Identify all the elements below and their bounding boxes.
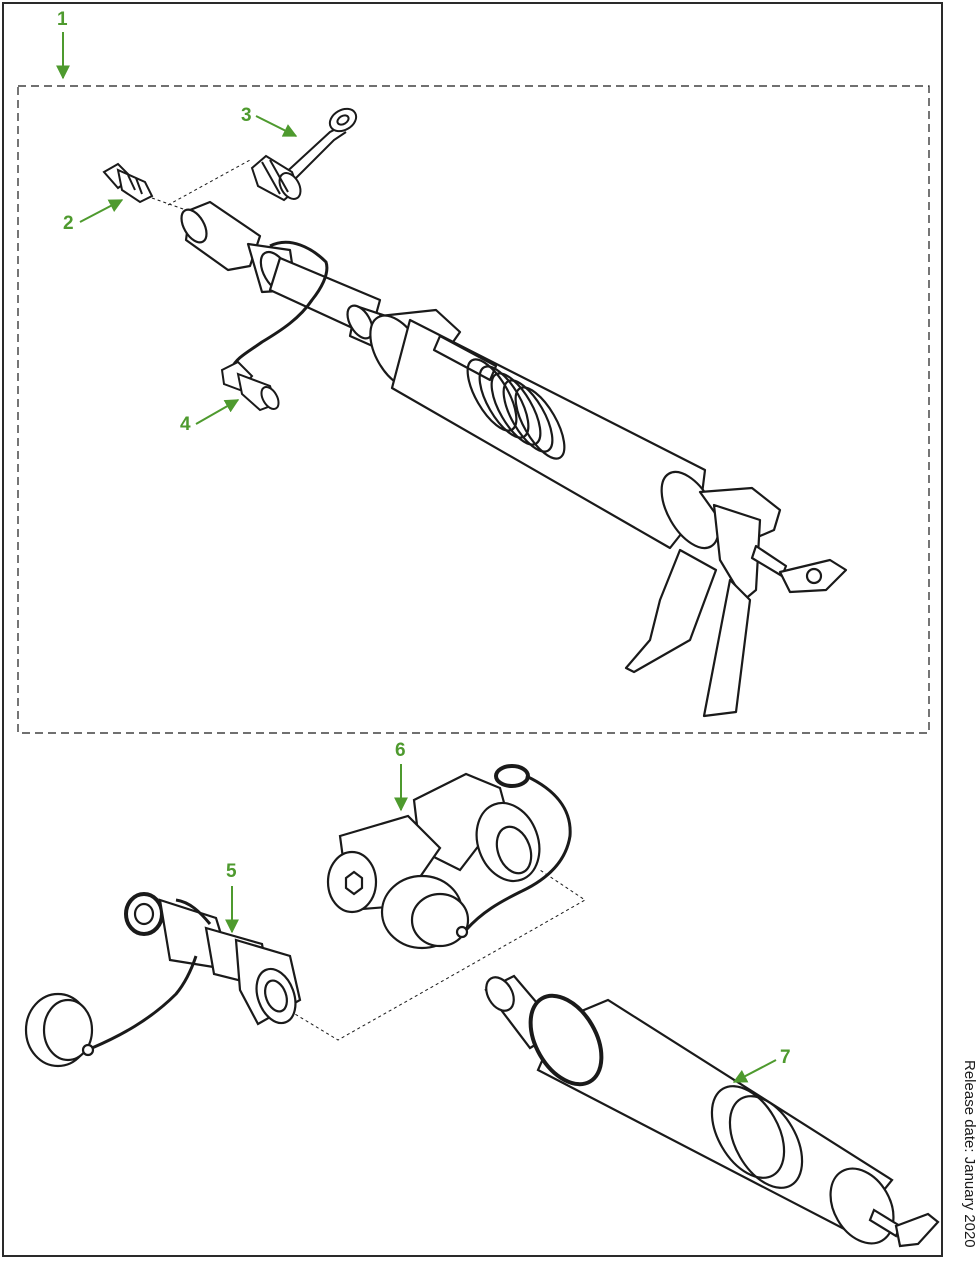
part-2-nipple-fitting [102,162,154,204]
part-4-angled-connector [220,360,280,412]
callout-arrows [56,32,777,1083]
kit-dashed-boundary [17,85,930,734]
tether-chain-upper [230,240,329,369]
tether-chain-part-5 [91,898,212,1050]
part-6-elbow-fitting-with-caps [326,764,541,950]
part-3-cap-with-strap [250,107,358,202]
release-date-label: Release date: January 2020 [961,1060,978,1248]
part-7-barrel [484,974,940,1248]
callout-3: 3 [241,105,252,126]
callout-7: 7 [780,1047,791,1068]
callout-6: 6 [395,740,406,761]
part-5-coupler-with-caps [24,892,302,1068]
callout-2: 2 [63,213,74,234]
grease-gun-main-body [180,200,848,718]
callout-4: 4 [180,414,191,435]
tether-chain-part-6 [464,774,572,931]
callout-5: 5 [226,861,237,882]
figure-frame [2,2,943,1257]
callout-1: 1 [57,9,68,30]
